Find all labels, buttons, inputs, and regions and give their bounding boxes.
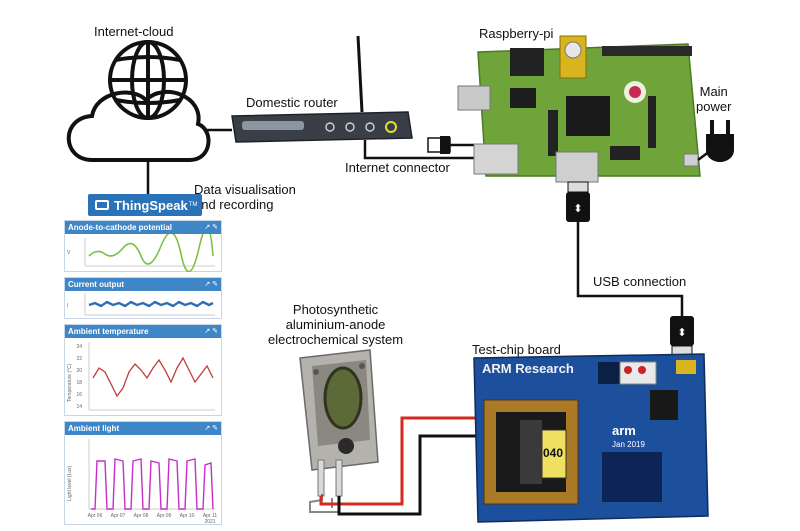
panel-expand-icon[interactable]: ↗ ✎: [204, 224, 218, 231]
light-ylabel: Light level (Lux): [67, 465, 73, 501]
internet-connector-label: Internet connector: [345, 160, 450, 175]
potential-series-line: [88, 234, 214, 272]
raspberry-pi-label: Raspberry-pi: [479, 26, 554, 41]
panel-current-output: Current output ↗ ✎ I: [64, 277, 222, 319]
data-visualisation-label: Data visualisation and recording: [194, 182, 296, 212]
connection-lines: [203, 128, 684, 316]
wires: [309, 416, 488, 516]
photosynthetic-system-label: Photosynthetic aluminium-anode electroch…: [268, 302, 404, 347]
temperature-ytick: 20: [76, 368, 82, 374]
svg-text:⬍: ⬍: [677, 327, 686, 339]
light-series-line: [91, 458, 214, 510]
temperature-ytick: 16: [76, 392, 82, 398]
power-plug-icon: [697, 120, 734, 162]
light-xtick: Apr 10: [180, 513, 195, 519]
panel-ambient-temperature: Ambient temperature ↗ ✎ 24 22 20 18 16 14…: [64, 324, 222, 416]
light-xyear: 2021: [204, 519, 215, 525]
usb-plug-icon-board: ⬍: [670, 316, 694, 357]
main-power-label: Main power: [696, 84, 732, 114]
temperature-ytick: 18: [76, 380, 82, 386]
panel-expand-icon[interactable]: ↗ ✎: [204, 281, 218, 288]
light-xtick: Apr 06: [88, 513, 103, 519]
panel-expand-icon[interactable]: ↗ ✎: [204, 425, 218, 432]
panel-title: Anode-to-cathode potential: [68, 223, 172, 232]
panel-expand-icon[interactable]: ↗ ✎: [204, 328, 218, 335]
thingspeak-tm: TM: [188, 202, 198, 208]
domestic-router-label: Domestic router: [246, 95, 338, 110]
potential-ylabel: V: [67, 250, 71, 256]
globe-icon: [108, 40, 188, 120]
temperature-ytick: 24: [76, 344, 82, 350]
usb-plug-icon: ⬍: [566, 181, 590, 222]
temperature-plot: 24 22 20 18 16 14 Temperature (°C): [67, 342, 215, 411]
light-xtick: Apr 08: [134, 513, 149, 519]
light-xtick: Apr 09: [157, 513, 172, 519]
panel-anode-potential: Anode-to-cathode potential ↗ ✎ V: [64, 220, 222, 272]
temperature-ylabel: Temperature (°C): [67, 363, 73, 402]
panel-title: Ambient temperature: [68, 327, 149, 336]
light-xtick: Apr 07: [111, 513, 126, 519]
internet-cloud-label: Internet-cloud: [94, 24, 174, 39]
light-plot: Light level (Lux) Apr 06 Apr 07 Apr 08 A…: [67, 439, 218, 525]
light-xtick: Apr 11: [203, 513, 218, 519]
temperature-ytick: 22: [76, 356, 82, 362]
svg-text:⬍: ⬍: [573, 203, 582, 215]
panel-ambient-light: Ambient light ↗ ✎ Light level (Lux) Apr 0…: [64, 421, 222, 525]
chip-number-text: 040: [543, 446, 564, 460]
electrochemical-cell: [299, 349, 379, 497]
ethernet-plug-icon: [427, 136, 478, 154]
raspberry-pi-board: [457, 35, 701, 183]
test-chip-board: [473, 353, 709, 523]
arm-date-text: Jan 2019: [612, 440, 645, 449]
current-series-line: [88, 300, 214, 308]
current-ylabel: I: [67, 303, 68, 309]
thingspeak-logo-text: ThingSpeak: [114, 197, 188, 213]
thingspeak-logo: ThingSpeak TM: [88, 194, 202, 216]
test-chip-board-label: Test-chip board: [472, 342, 561, 357]
panel-title: Ambient light: [68, 424, 120, 433]
current-plot: I: [67, 293, 215, 316]
chat-bubble-icon: [95, 200, 109, 210]
potential-plot: V: [67, 234, 215, 272]
antenna-icon: [356, 35, 364, 113]
arm-logo-text: arm: [612, 423, 636, 438]
board-brand-text: ARM Research: [482, 361, 574, 376]
panel-title: Current output: [68, 280, 124, 289]
router: [231, 35, 413, 143]
temperature-ytick: 14: [76, 404, 82, 410]
usb-connection-label: USB connection: [593, 274, 687, 289]
temperature-series-line: [92, 356, 214, 398]
